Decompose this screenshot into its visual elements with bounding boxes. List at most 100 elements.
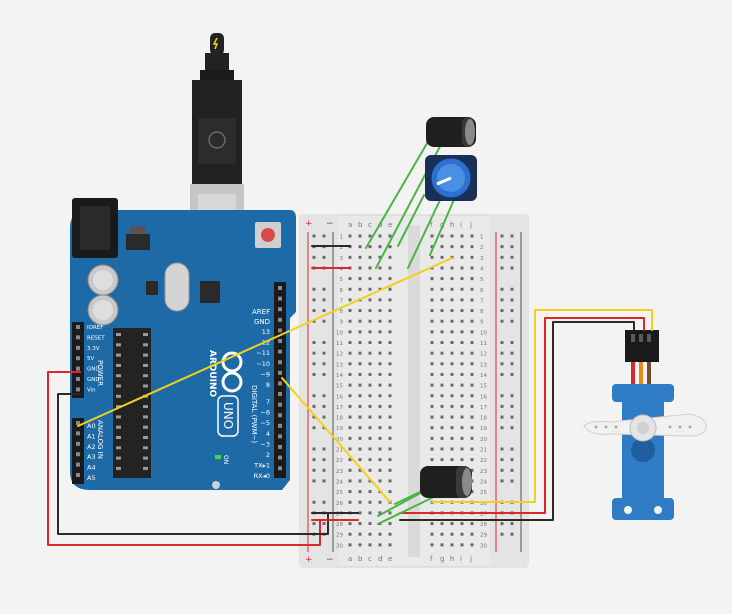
row-label: 7 (340, 298, 344, 304)
wire-pin9-yellow[interactable] (281, 377, 391, 503)
analog-pin-label: A2 (87, 443, 96, 451)
wire-servo-gnd[interactable] (399, 321, 635, 521)
analog-pin-label: A3 (87, 453, 96, 461)
row-label: 12 (480, 352, 487, 358)
row-label: 9 (340, 320, 344, 326)
column-label: j (469, 221, 472, 229)
row-label: 9 (480, 320, 484, 326)
row-label: 8 (340, 309, 344, 315)
lead-cap-top-1 (365, 132, 434, 249)
row-label: 10 (336, 330, 343, 336)
row-label: 4 (480, 266, 484, 272)
digital-pin-label: RX◂0 (254, 472, 270, 480)
row-label: 15 (480, 384, 487, 390)
row-label: 6 (480, 288, 484, 294)
row-label: 29 (336, 533, 343, 539)
row-label: 13 (480, 362, 487, 368)
column-label: i (460, 555, 462, 563)
row-label: 16 (480, 394, 487, 400)
board-brand-label: ARDUINO (207, 350, 217, 398)
row-label: 11 (336, 341, 343, 347)
column-label: i (460, 221, 462, 229)
row-label: 30 (480, 543, 487, 549)
column-label: j (469, 555, 472, 563)
wire-servo-power[interactable] (399, 317, 645, 514)
electrolytic-capacitor-top[interactable] (426, 117, 476, 147)
column-label: e (388, 221, 392, 229)
digital-header[interactable] (274, 282, 286, 478)
row-label: 23 (480, 469, 487, 475)
servo-motor[interactable] (583, 330, 707, 520)
row-label: 14 (336, 373, 343, 379)
column-label: b (358, 221, 363, 229)
digital-pin-label: ~6 (260, 409, 270, 417)
digital-pin-label: ~10 (256, 360, 270, 368)
column-label: e (388, 555, 392, 563)
lead-cap-bottom-2 (377, 493, 441, 525)
row-label: 25 (336, 490, 343, 496)
column-label: h (450, 221, 454, 229)
row-label: 24 (336, 479, 343, 485)
row-label: 21 (336, 448, 343, 454)
row-label: 10 (480, 330, 487, 336)
row-label: 6 (340, 288, 344, 294)
uno-badge: UNO (217, 395, 239, 437)
row-label: 28 (480, 522, 487, 528)
row-label: 25 (480, 490, 487, 496)
digital-pin-label: 4 (266, 430, 270, 438)
digital-pin-label: 7 (266, 398, 270, 406)
row-label: 4 (340, 266, 344, 272)
potentiometer[interactable] (425, 155, 477, 201)
row-label: 24 (480, 479, 487, 485)
row-label: 20 (480, 437, 487, 443)
power-pin-label: IOREF (87, 325, 103, 331)
row-label: 2 (340, 245, 344, 251)
power-pin-label: 5V (87, 356, 94, 362)
aref-label: AREF (252, 308, 270, 316)
row-label: 5 (340, 277, 344, 283)
row-label: 1 (340, 235, 344, 241)
digital-pin-label: ~9 (260, 370, 270, 378)
board-model-label: UNO (221, 402, 235, 429)
row-label: 27 (480, 511, 487, 517)
row-label: 30 (336, 543, 343, 549)
row-label: 18 (480, 416, 487, 422)
row-label: 13 (336, 362, 343, 368)
microcontroller-chip (113, 328, 151, 478)
column-label: d (378, 555, 382, 563)
row-label: 12 (336, 352, 343, 358)
row-label: 8 (480, 309, 484, 315)
row-label: 17 (480, 405, 487, 411)
rail-plus-bottom-left: + (305, 555, 313, 565)
row-label: 23 (336, 469, 343, 475)
analog-header-label: ANALOG IN (96, 420, 104, 459)
row-label: 28 (336, 522, 343, 528)
electrolytic-capacitor-bottom[interactable] (420, 466, 472, 498)
row-label: 21 (480, 448, 487, 454)
analog-pin-label: A4 (87, 464, 96, 472)
wire-servo-signal[interactable] (431, 309, 653, 503)
row-label: 27 (336, 511, 343, 517)
digital-pin-label: 2 (266, 451, 270, 459)
analog-pin-label: A5 (87, 474, 96, 482)
row-label: 22 (480, 458, 487, 464)
analog-pin-label: A0 (87, 422, 96, 430)
rail-minus-bottom-left: − (326, 555, 334, 565)
column-label: f (430, 555, 433, 563)
row-label: 16 (336, 394, 343, 400)
power-pin-label: Vin (87, 387, 96, 393)
column-label: h (450, 555, 454, 563)
row-label: 14 (480, 373, 487, 379)
row-label: 20 (336, 437, 343, 443)
gnd-label: GND (254, 318, 270, 326)
wire-a0-yellow[interactable] (77, 257, 453, 427)
row-label: 19 (480, 426, 487, 432)
lead-pot-1 (397, 194, 425, 247)
row-label: 19 (336, 426, 343, 432)
lead-pot-3 (429, 194, 457, 256)
arduino-uno-board[interactable]: ARDUINO UNO ON AREF GND DIGITAL (PWM~) P… (70, 33, 296, 490)
column-label: a (348, 555, 352, 563)
analog-header[interactable] (72, 418, 84, 484)
